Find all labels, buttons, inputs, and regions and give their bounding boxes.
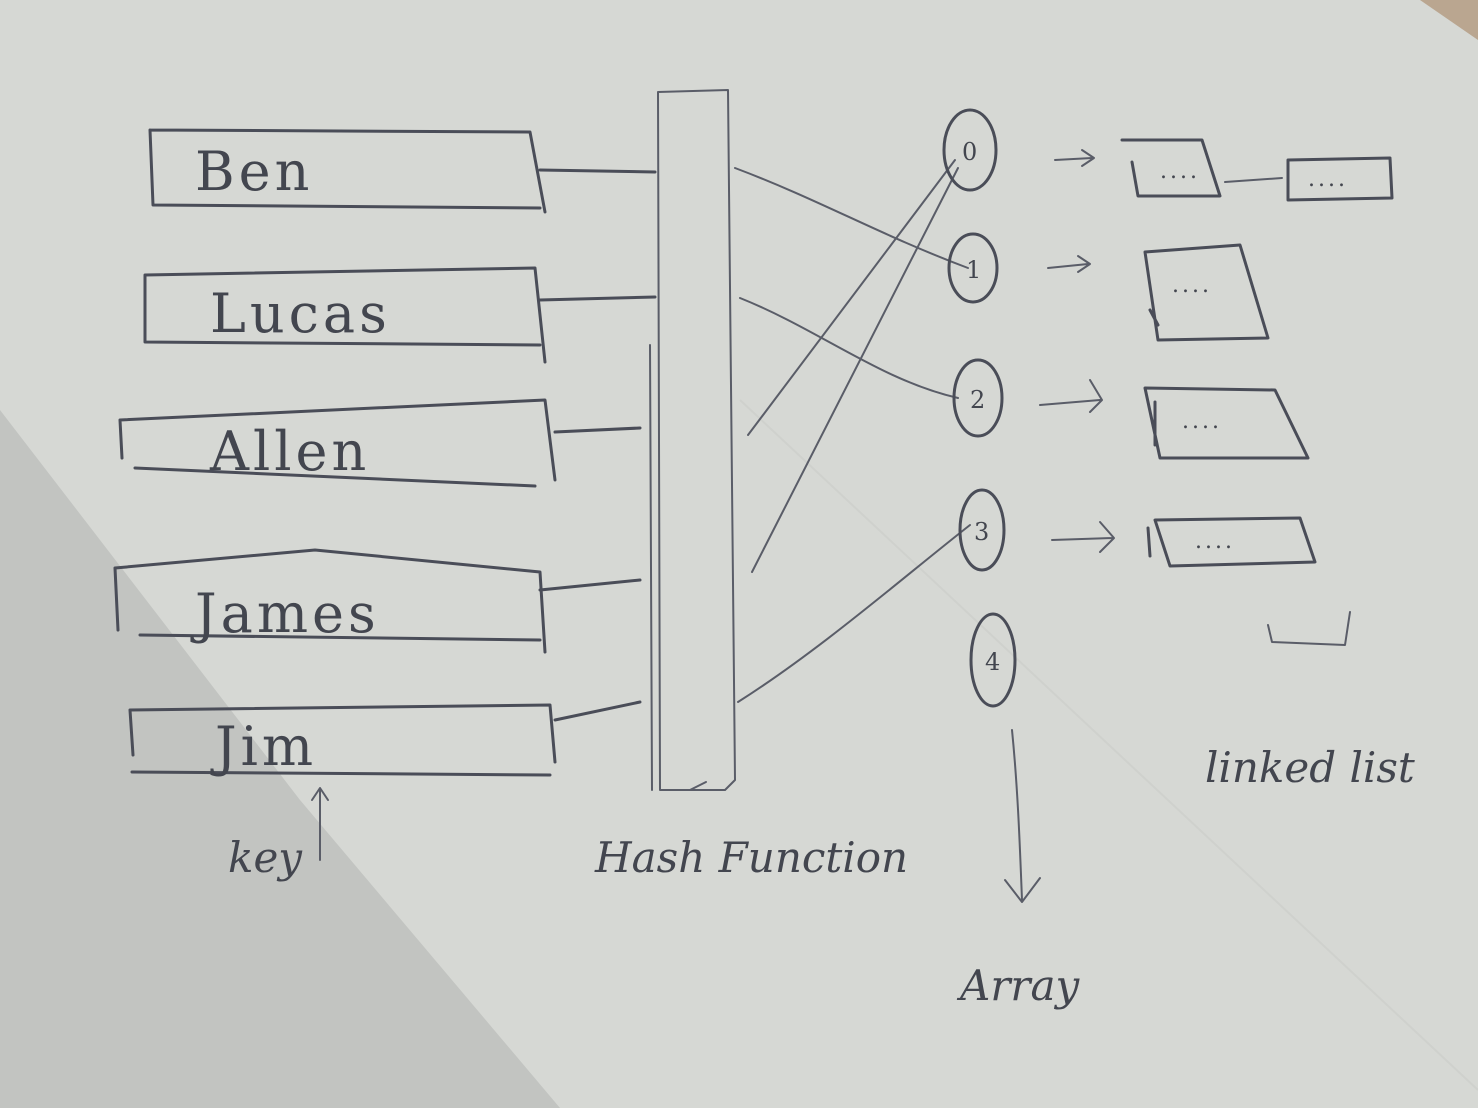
array-arrow [1004,729,1041,903]
key-label: Allen [209,420,370,483]
list-node [1120,138,1222,198]
arrow-slot-2 [1039,379,1103,413]
key-arrow [311,787,329,861]
key-box-allen [118,398,642,488]
array-index: 2 [970,386,985,414]
list-node-dots: .... [1182,409,1222,434]
linked-list-caption: linked list [1205,743,1415,792]
hash-function-caption: Hash Function [594,833,908,882]
hash-function-box [649,89,736,791]
array-index: 0 [962,138,977,166]
list-node [1286,156,1394,202]
list-tail [1267,611,1351,646]
array-slots [942,108,1017,708]
list-node-dots: .... [1308,167,1348,192]
array-index: 1 [966,256,981,284]
arrow-slot-0 [1054,149,1095,167]
key-box-james [113,548,642,654]
mapping-line-ben [734,167,969,269]
linked-list-nodes [1120,138,1394,646]
array-index: 4 [985,648,1000,676]
mapping-line-jim [737,524,971,703]
list-node-dots: .... [1172,273,1212,298]
array-slot-3 [958,488,1006,572]
list-link [1224,177,1283,183]
array-slot-0 [942,108,998,192]
mapping-line-lucas [739,297,959,399]
key-label: Lucas [210,282,391,345]
arrow-slot-3 [1051,521,1115,553]
key-box-jim [128,700,642,777]
hash-mapping-lines [734,159,971,703]
key-boxes [113,128,657,777]
list-node [1143,243,1270,342]
key-label: Ben [195,140,313,203]
list-node-dots: .... [1195,529,1235,554]
key-box-lucas [143,266,657,364]
list-node [1143,386,1310,460]
slot-to-list-arrows [1039,149,1115,553]
array-slot-4 [969,612,1017,708]
key-box-ben [148,128,657,214]
key-caption: key [228,833,303,882]
hash-function-arrow [689,781,707,791]
list-node [1146,516,1317,568]
list-node-dots: .... [1160,159,1200,184]
array-slot-2 [952,358,1004,438]
key-label: Jim [210,715,317,778]
array-slot-1 [947,232,999,304]
array-index: 3 [974,518,989,546]
array-caption: Array [956,961,1081,1010]
mapping-line-james [751,167,959,573]
arrow-slot-1 [1047,255,1091,273]
mapping-line-allen [747,159,956,436]
key-label: James [190,582,380,645]
paper-crease [739,399,1478,1091]
paper-fold-shadow [0,410,560,1108]
